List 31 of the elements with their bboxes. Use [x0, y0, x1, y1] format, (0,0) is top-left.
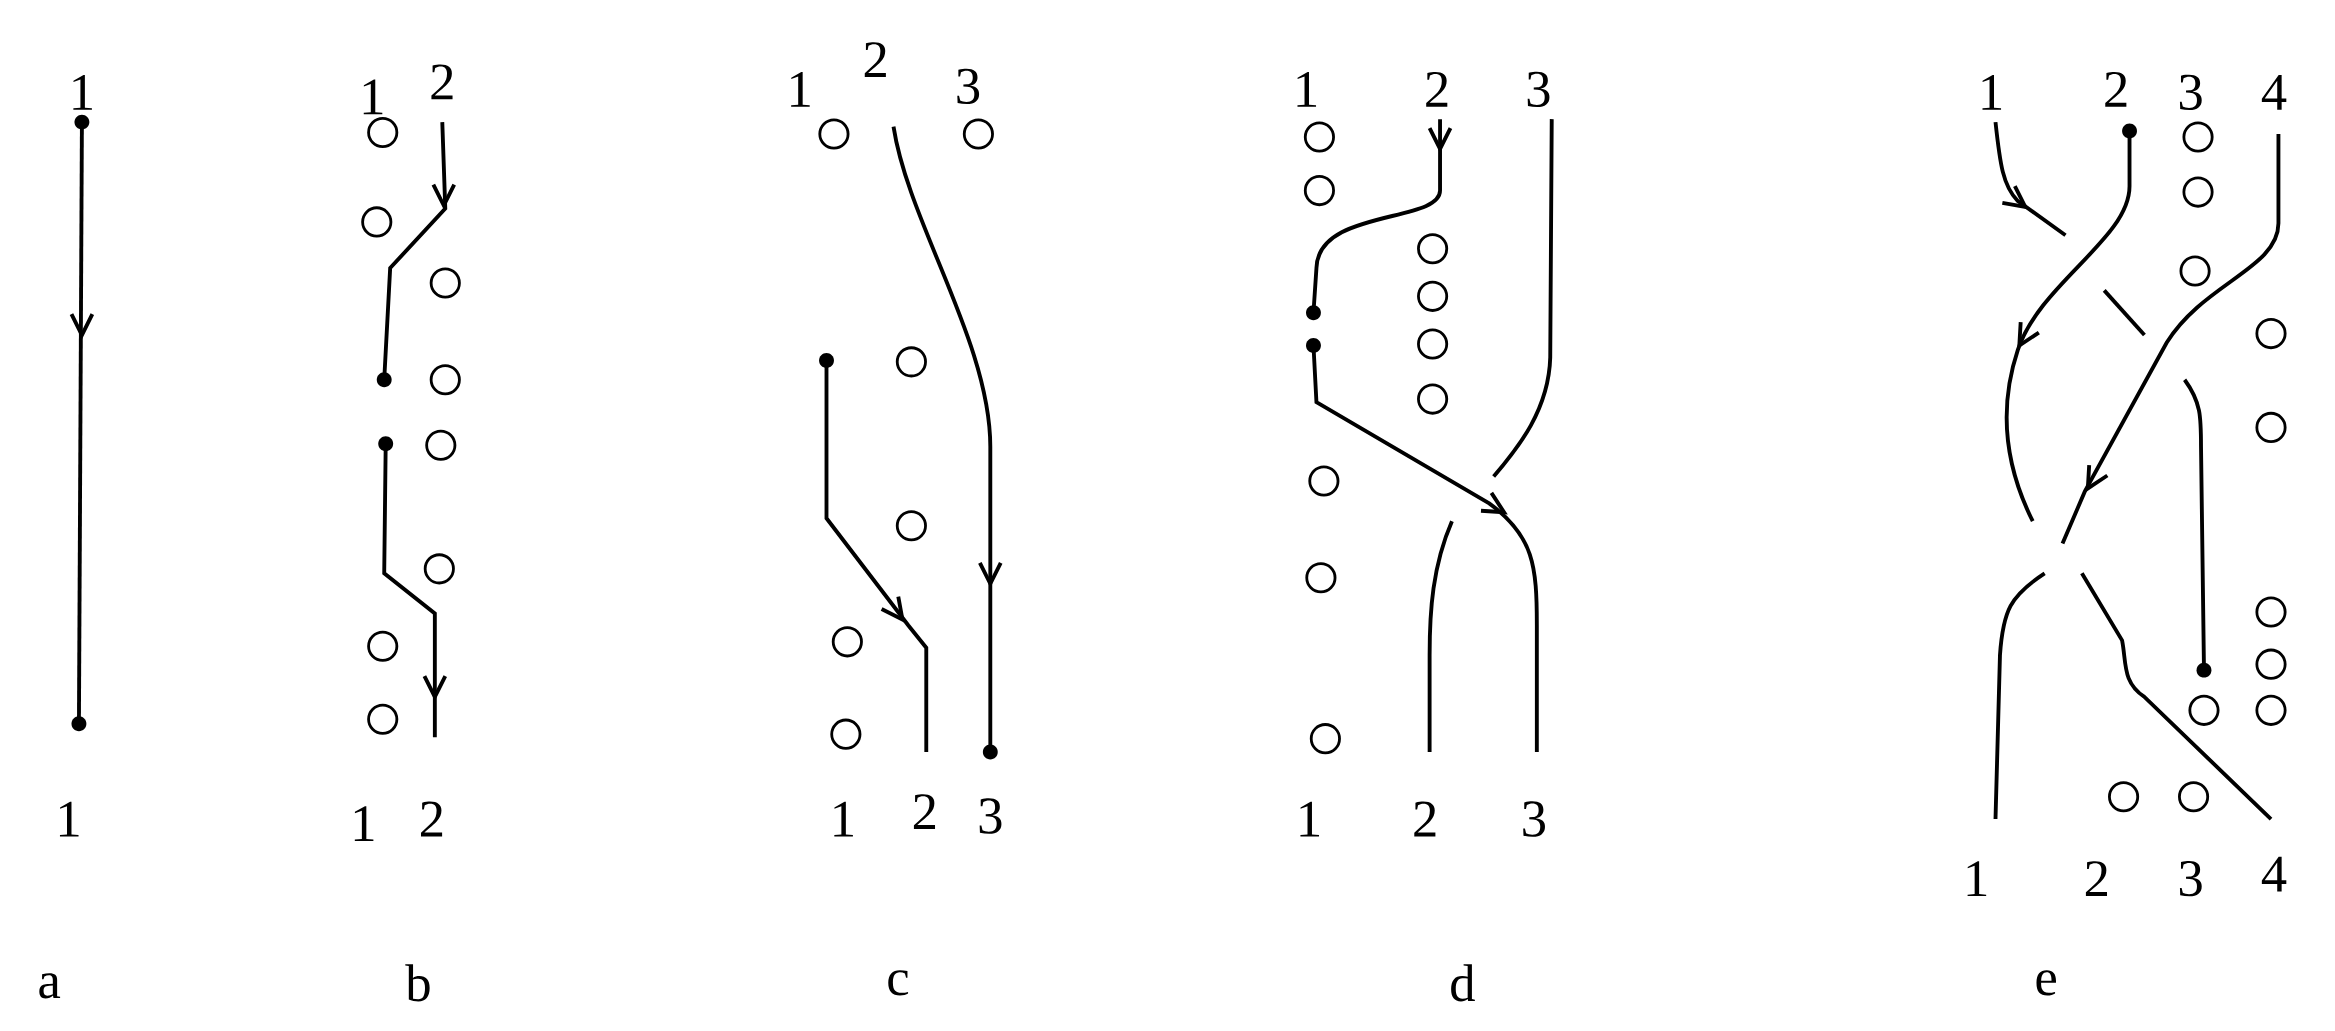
strand-number: 2: [421, 801, 443, 837]
panel-letter: e: [2036, 970, 2056, 996]
strand-number: 1: [834, 801, 853, 837]
strand-number: 2: [2085, 861, 2107, 897]
strand-number: 3: [979, 798, 1002, 834]
strand-number: 1: [791, 72, 810, 107]
strand-number: 1: [1300, 801, 1319, 837]
strand-number: 1: [1982, 75, 2002, 110]
strand-number: 4: [2261, 857, 2287, 892]
strand-number: 1: [73, 75, 92, 110]
strand-number: 2: [864, 42, 886, 78]
strand-number: 3: [2179, 861, 2202, 897]
strand-number: 1: [1967, 861, 1987, 897]
strand-number: 2: [431, 64, 453, 100]
strand-number: 2: [913, 794, 936, 830]
strand-number: 3: [2179, 74, 2202, 111]
panel-letter: d: [1451, 964, 1475, 1002]
strand-number: 3: [1523, 801, 1545, 837]
strand-number: 1: [363, 79, 383, 115]
strand-number: 2: [1414, 801, 1436, 837]
panel-letter: b: [405, 964, 430, 1002]
strand-number: 3: [957, 68, 980, 105]
strand-number: 2: [1426, 72, 1448, 108]
panel-letter: a: [39, 973, 61, 999]
strand-number: 3: [1527, 71, 1550, 108]
strand-number: 1: [59, 801, 79, 837]
strand-number: 4: [2261, 75, 2287, 110]
strand-number: 1: [354, 806, 374, 842]
strand-number: 2: [2105, 72, 2127, 108]
strand-number: 1: [1297, 72, 1317, 107]
panel-letter: c: [888, 970, 909, 996]
